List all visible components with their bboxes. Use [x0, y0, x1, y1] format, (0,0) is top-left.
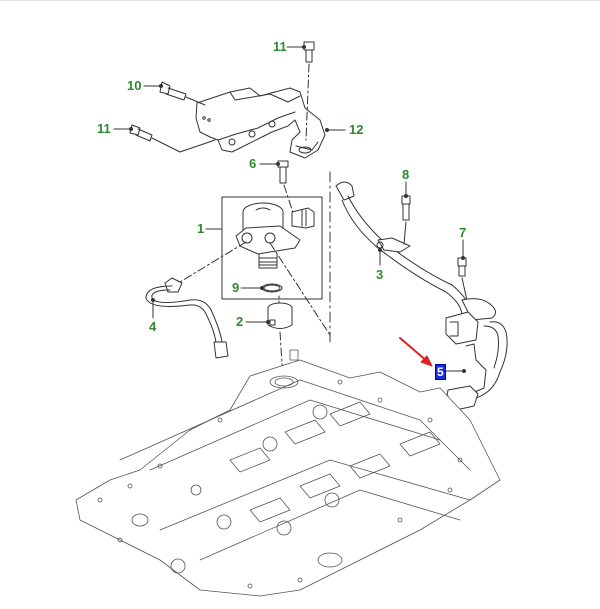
bolt-7	[457, 257, 469, 306]
stud-bolt-10	[159, 81, 206, 106]
callout-11-left[interactable]: 11	[97, 121, 111, 136]
engine-cylinder-head	[75, 349, 501, 597]
callout-12[interactable]: 12	[349, 122, 364, 137]
o-ring-9	[261, 283, 283, 293]
pump-bracket-part	[195, 87, 326, 159]
callout-9[interactable]: 9	[232, 280, 240, 295]
pressure-sensor-assembly	[445, 298, 508, 399]
callout-6[interactable]: 6	[249, 156, 257, 171]
callout-1[interactable]: 1	[197, 221, 205, 236]
red-pointer-arrow	[399, 337, 433, 367]
callout-11-top[interactable]: 11	[273, 39, 287, 54]
fuel-line-4	[145, 277, 229, 359]
callout-2[interactable]: 2	[236, 314, 244, 329]
bolt-8	[401, 195, 411, 245]
leader-lines	[113, 45, 466, 373]
fuel-pipe-3	[335, 181, 471, 317]
fuel-pump-part	[179, 196, 331, 336]
top-border	[0, 0, 600, 1]
callout-3[interactable]: 3	[376, 267, 384, 282]
tappet-2	[267, 295, 293, 381]
callout-4[interactable]: 4	[149, 319, 157, 334]
bolt-11-top	[303, 41, 315, 141]
callout-7[interactable]: 7	[459, 225, 467, 240]
callout-8[interactable]: 8	[402, 167, 410, 182]
callout-5-highlighted[interactable]: 5	[435, 364, 446, 380]
callout-10[interactable]: 10	[127, 78, 142, 93]
